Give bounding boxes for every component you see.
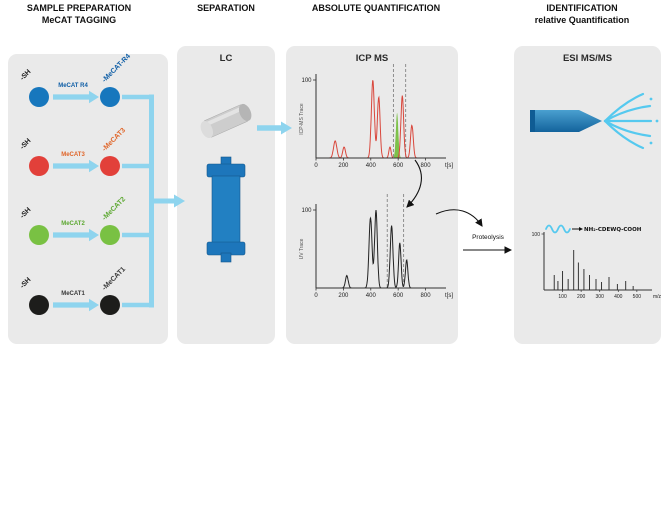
svg-text:200: 200 [338, 293, 349, 299]
svg-text:ICP-MS Trace: ICP-MS Trace [299, 103, 305, 135]
panel-title-icpms: ICP MS [355, 53, 389, 64]
header-separation: SEPARATION [197, 3, 255, 13]
svg-text:800: 800 [421, 163, 432, 169]
svg-text:800: 800 [421, 293, 432, 299]
panel-title-lc: LC [219, 53, 233, 64]
svg-text:400: 400 [366, 163, 377, 169]
svg-text:0: 0 [314, 163, 318, 169]
svg-text:600: 600 [393, 293, 404, 299]
proteolysis-label: Proteolysis [472, 234, 504, 241]
tag-label-row1: MeCAT R4 [58, 83, 88, 89]
svg-text:500: 500 [633, 294, 642, 300]
svg-text:UV Trace: UV Trace [299, 238, 305, 259]
panel-separation [177, 46, 275, 344]
header-sample-preparation: SAMPLE PREPARATION MeCAT TAGGING [4, 3, 154, 26]
peptide-sequence-label: NH₂-CDEWQ-COOH [584, 227, 642, 233]
tag-label-row3: MeCAT2 [61, 221, 85, 227]
header-absolute-quantification: ABSOLUTE QUANTIFICATION [311, 3, 441, 13]
svg-text:100: 100 [301, 208, 312, 214]
svg-text:300: 300 [596, 294, 605, 300]
svg-text:100: 100 [301, 78, 312, 84]
header-identification-line1: IDENTIFICATION [546, 3, 618, 13]
svg-text:200: 200 [338, 163, 349, 169]
peptide-arrowhead-icon [579, 227, 583, 231]
svg-text:t[s]: t[s] [445, 163, 453, 169]
panel-title-esimsms: ESI MS/MS [562, 53, 613, 64]
tag-label-row2: MeCAT3 [61, 152, 85, 158]
svg-text:t[s]: t[s] [445, 293, 453, 299]
svg-text:200: 200 [577, 294, 586, 300]
svg-text:600: 600 [393, 163, 404, 169]
svg-text:m/z: m/z [653, 294, 662, 300]
panel-sample-preparation [8, 54, 168, 344]
svg-text:100: 100 [532, 232, 541, 238]
uv-chromatogram: 0 200 400 600 800 t[s] 100 UV Trace [299, 194, 453, 299]
header-sample-preparation-line1: SAMPLE PREPARATION [26, 3, 132, 13]
header-identification: IDENTIFICATION relative Quantification [500, 3, 664, 26]
svg-text:400: 400 [366, 293, 377, 299]
peptide-squiggle-icon [545, 224, 571, 234]
svg-text:0: 0 [314, 293, 318, 299]
header-sample-preparation-line2: MeCAT TAGGING [41, 14, 117, 25]
svg-text:400: 400 [614, 294, 623, 300]
tag-label-row4: MeCAT1 [61, 291, 85, 297]
header-identification-line2: relative Quantification [534, 14, 630, 25]
svg-text:100: 100 [558, 294, 567, 300]
msms-spectrum: NH₂-CDEWQ-COOH 100 200 300 400 500 m/z 100 [532, 224, 662, 300]
